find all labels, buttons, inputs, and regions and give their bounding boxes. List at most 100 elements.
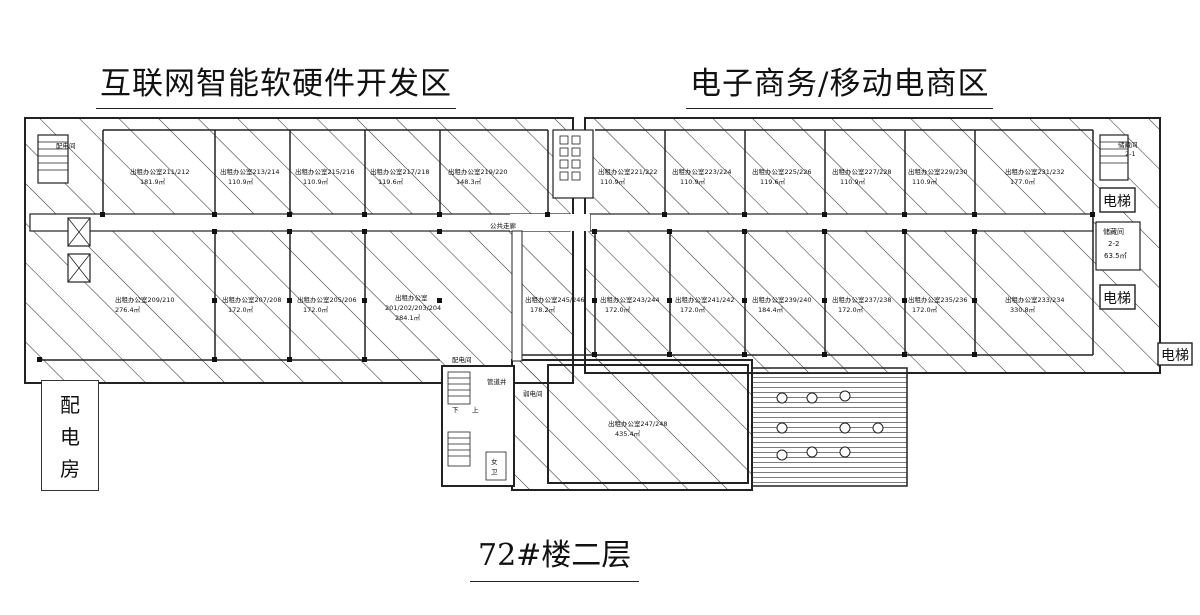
right-block <box>584 117 1161 374</box>
elevator-label-2: 电梯 <box>1103 291 1131 307</box>
svg-text:出租办公室213/214: 出租办公室213/214 <box>220 167 280 176</box>
title-underline <box>96 107 456 109</box>
office-label: 出租办公室245/246 <box>525 295 585 304</box>
svg-text:出租办公室235/236: 出租办公室235/236 <box>908 295 968 304</box>
svg-text:出租办公室205/206: 出租办公室205/206 <box>297 295 357 304</box>
svg-text:出租办公室223/224: 出租办公室223/224 <box>672 167 732 176</box>
svg-text:148.3㎡: 148.3㎡ <box>456 177 482 186</box>
left-block <box>24 117 574 384</box>
storage-1-number: 2-1 <box>1125 150 1136 158</box>
svg-text:出租办公室217/218: 出租办公室217/218 <box>370 167 430 176</box>
distribution-room-char-3: 房 <box>60 457 80 481</box>
center-corridor <box>510 214 590 231</box>
svg-text:出租办公室: 出租办公室 <box>395 293 428 302</box>
svg-text:177.0㎡: 177.0㎡ <box>1010 177 1036 186</box>
office-area: 330.8㎡ <box>1010 305 1036 314</box>
svg-text:出租办公室221/222: 出租办公室221/222 <box>598 167 658 176</box>
svg-text:女: 女 <box>491 457 498 466</box>
office-area: 110.9㎡ <box>303 177 329 186</box>
svg-text:2-1: 2-1 <box>1125 150 1136 158</box>
elevator-right-2-box <box>1099 284 1136 310</box>
office-area: 172.0㎡ <box>605 305 631 314</box>
svg-text:出租办公室219/220: 出租办公室219/220 <box>448 167 508 176</box>
svg-text:出租办公室247/248: 出租办公室247/248 <box>608 419 668 428</box>
office-label: 出租办公室243/244 <box>600 295 660 304</box>
office-area: 284.1㎡ <box>395 313 421 322</box>
stair-down-label: 下 <box>452 406 459 414</box>
svg-text:下: 下 <box>452 406 459 414</box>
office-area: 276.4㎡ <box>115 305 141 314</box>
office-area: 110.9㎡ <box>600 177 626 186</box>
office-label: 出租办公室247/248 <box>608 419 668 428</box>
office-area: 110.9㎡ <box>228 177 254 186</box>
office-label: 出租办公室219/220 <box>448 167 508 176</box>
svg-text:330.8㎡: 330.8㎡ <box>1010 305 1036 314</box>
room-dividers <box>40 129 1094 361</box>
elec-room-label-2: 配电间 <box>452 355 472 364</box>
svg-text:出租办公室239/240: 出租办公室239/240 <box>752 295 812 304</box>
lower-block <box>511 359 753 491</box>
stair-lower <box>447 371 507 481</box>
svg-text:435.4㎡: 435.4㎡ <box>615 429 641 438</box>
svg-text:公共走廊: 公共走廊 <box>490 221 517 230</box>
office-247-box <box>547 364 749 484</box>
office-area: 172.0㎡ <box>303 305 329 314</box>
svg-text:110.9㎡: 110.9㎡ <box>840 177 866 186</box>
svg-text:电梯: 电梯 <box>1103 291 1131 307</box>
public-corridor-label: 公共走廊 <box>490 221 517 230</box>
toilet-label-1: 女 <box>491 457 498 466</box>
office-area: 119.6㎡ <box>760 177 786 186</box>
office-area: 172.0㎡ <box>912 305 938 314</box>
title-underline <box>686 107 994 109</box>
svg-text:172.0㎡: 172.0㎡ <box>680 305 706 314</box>
svg-text:管道井: 管道井 <box>487 377 507 386</box>
svg-text:119.6㎡: 119.6㎡ <box>378 177 404 186</box>
svg-text:110.9㎡: 110.9㎡ <box>600 177 626 186</box>
svg-text:出租办公室225/226: 出租办公室225/226 <box>752 167 812 176</box>
office-label: 出租办公室235/236 <box>908 295 968 304</box>
room-labels: 配电间 配电间 公共走廊 储藏间 2-1 储藏间 2-2 63.5㎡ 电梯 电梯… <box>56 140 1189 476</box>
svg-text:出租办公室215/216: 出租办公室215/216 <box>295 167 355 176</box>
svg-text:电梯: 电梯 <box>1103 194 1131 210</box>
storage-1-label: 储藏间 <box>1118 140 1138 149</box>
office-label: 出租办公室 <box>395 293 428 302</box>
elevator-label-3: 电梯 <box>1161 348 1189 364</box>
toilet-label-2: 卫 <box>491 468 498 476</box>
svg-text:284.1㎡: 284.1㎡ <box>395 313 421 322</box>
floor-title: 72#楼二层 <box>470 530 640 582</box>
left-corridor <box>29 213 571 232</box>
columns <box>37 212 1095 362</box>
svg-text:电梯: 电梯 <box>1161 348 1189 364</box>
zone-title-right-text: 电子商务/移动电商区 <box>690 66 990 102</box>
elevator-label-1: 电梯 <box>1103 194 1131 210</box>
office-area: 172.0㎡ <box>838 305 864 314</box>
office-label: 出租办公室241/242 <box>675 295 735 304</box>
office-label: 出租办公室207/208 <box>222 295 282 304</box>
distribution-room-char-2: 电 <box>60 425 80 449</box>
svg-text:出租办公室245/246: 出租办公室245/246 <box>525 295 585 304</box>
storage-2-area: 63.5㎡ <box>1104 252 1127 260</box>
svg-text:出租办公室231/232: 出租办公室231/232 <box>1005 167 1065 176</box>
office-area: 148.3㎡ <box>456 177 482 186</box>
svg-text:2-2: 2-2 <box>1108 240 1119 248</box>
stair-right <box>1099 134 1129 181</box>
toilet-block <box>552 129 594 199</box>
office-area: 178.2㎡ <box>530 305 556 314</box>
office-labels: 出租办公室211/212 181.9㎡ 出租办公室213/214 110.9㎡ … <box>115 167 1065 438</box>
office-area: 110.9㎡ <box>912 177 938 186</box>
office-label: 出租办公室209/210 <box>115 295 175 304</box>
svg-text:110.9㎡: 110.9㎡ <box>228 177 254 186</box>
shaft-label: 管道井 <box>487 377 507 386</box>
weak-room-label: 弱电间 <box>523 389 543 398</box>
stair-up-label: 上 <box>472 405 479 414</box>
svg-text:110.9㎡: 110.9㎡ <box>912 177 938 186</box>
svg-text:出租办公室209/210: 出租办公室209/210 <box>115 295 175 304</box>
svg-text:出租办公室211/212: 出租办公室211/212 <box>130 167 190 176</box>
svg-text:172.0㎡: 172.0㎡ <box>303 305 329 314</box>
svg-text:201/202/203/204: 201/202/203/204 <box>385 304 441 312</box>
svg-text:172.0㎡: 172.0㎡ <box>912 305 938 314</box>
storage-2-label: 储藏间 <box>1103 227 1124 236</box>
office-area: 110.9㎡ <box>680 177 706 186</box>
office-label: 出租办公室229/230 <box>908 167 968 176</box>
vertical-corridor <box>511 230 523 362</box>
